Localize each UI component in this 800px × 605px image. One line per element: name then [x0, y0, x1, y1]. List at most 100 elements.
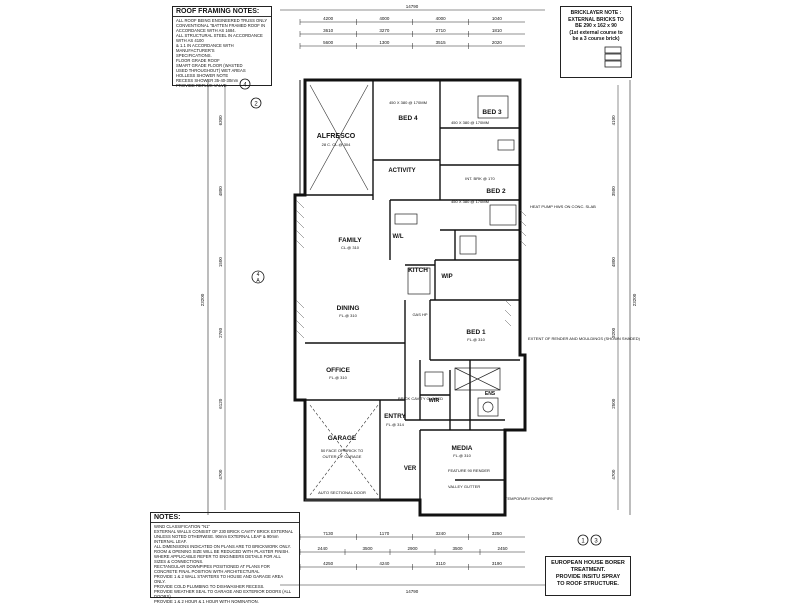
gas-hp-label: GAS HP: [412, 312, 427, 317]
room-entry: ENTRY: [384, 413, 406, 420]
termite-note-line: TO ROOF STRUCTURE.: [557, 581, 619, 587]
roof-note-line: SPECIFICATIONS.: [176, 53, 212, 58]
note-line: PROVIDE WEATHER SEAL TO GARAGE AND EXTER…: [154, 589, 292, 594]
roof-note-line: SMART GRADE FLOOR (WASTED: [176, 63, 243, 68]
note-line: EXTERNAL WALLS CONSIST OF 230 BRICK CAVI…: [154, 529, 294, 534]
roof-note-line: HOLLESS SHOWER NOTE: [176, 73, 229, 78]
media-ceiling: FL.@ 310: [453, 453, 471, 458]
dim-left: 1500: [218, 257, 223, 268]
roof-note-line: USED THROUGHOUT) WET AREAS: [176, 68, 246, 73]
termite-note-line: TREATMENT.: [570, 567, 606, 573]
dim-top-3: 3515: [436, 40, 447, 45]
overall-dimensions: [207, 9, 631, 586]
dining-ceiling: FL.@ 310: [339, 313, 357, 318]
dim-bottom-2: 2900: [407, 546, 418, 551]
dim-bottom-3: 4240: [379, 561, 390, 566]
dim-bottom-2: 2440: [317, 546, 328, 551]
bed4-note: 450 X 380 @ 170MM: [389, 100, 427, 105]
overall-height-right: 23200: [632, 293, 637, 306]
room-alfresco: ALFRESCO: [317, 133, 356, 140]
roof-notes-title: ROOF FRAMING NOTES:: [173, 7, 271, 17]
marker-left-mid-2: A: [256, 278, 260, 284]
room-activity: ACTIVITY: [388, 168, 415, 174]
section-markers: [239, 78, 602, 546]
feature-render-label: FEATURE 90 RENDER: [448, 468, 490, 473]
note-line: ROOM & OPENING SIZE WILL BE REDUCED WITH…: [154, 549, 290, 554]
bricklayer-note-line: EXTERNAL BRICKS TO: [568, 16, 624, 23]
room-bed3: BED 3: [482, 109, 502, 116]
bricklayer-note-line: (1st external course to: [569, 29, 623, 36]
dim-bottom-2: 3500: [452, 546, 463, 551]
room-ens: ENS: [485, 391, 496, 397]
notes-title: NOTES:: [151, 513, 299, 523]
dim-right: 3200: [611, 327, 616, 338]
room-dining: DINING: [337, 305, 360, 312]
dim-left: 6300: [218, 115, 223, 126]
heat-pump-label: HEAT PUMP HWS ON CONC. SLAB: [530, 204, 596, 209]
dim-top-3: 5600: [323, 40, 334, 45]
dim-right: 3500: [611, 186, 616, 197]
room-wir: WIR: [429, 398, 440, 404]
entry-ceiling: FL.@ 314: [386, 422, 404, 427]
bed1-ceiling: FL.@ 310: [467, 337, 485, 342]
office-ceiling: FL.@ 310: [329, 375, 347, 380]
dim-bottom-1: 1170: [380, 531, 390, 536]
roof-framing-notes: ROOF FRAMING NOTES: ALL ROOF BEING ENGIN…: [172, 6, 272, 89]
bricklayer-note-line: BE 290 x 162 x 90: [575, 23, 617, 29]
roof-note-line: RECESS SHOWER 35-40-30mm: [176, 78, 239, 83]
wet-area-fittings: [394, 95, 517, 417]
marker-bottom-right: 1: [581, 539, 585, 545]
marker-left-mid: 4: [257, 272, 260, 278]
room-bed1: BED 1: [466, 329, 486, 336]
dim-bottom-3: 4250: [323, 561, 334, 566]
general-notes: NOTES: WIND CLASSIFICATION "N1"EXTERNAL …: [150, 512, 300, 604]
room-bed4: BED 4: [398, 115, 418, 122]
brick-sketch-icon: [604, 46, 622, 68]
note-line: WIND CLASSIFICATION "N1": [154, 524, 210, 529]
room-bed2: BED 2: [486, 188, 506, 195]
marker-bottom-right-2: 3: [594, 539, 598, 545]
dim-bottom-1: 7130: [323, 531, 334, 536]
dim-bottom-3: 3190: [492, 561, 503, 566]
marker-top-left: 4: [243, 83, 247, 89]
roof-note-line: & 1.1 IN ACCORDANCE WITH MANUFACTURER'S: [176, 43, 234, 53]
note-line: RECTANGULAR DOWNPIPES POSITIONED AT PLAN…: [154, 564, 270, 569]
bricklayer-note-line: be a 3 course brick): [572, 36, 620, 42]
garage-note2: OUTER OF GARAGE: [323, 454, 362, 459]
dim-top-3: 2020: [492, 40, 503, 45]
overall-height-left: 23200: [200, 293, 205, 306]
valley-gutter-label: VALLEY GUTTER: [448, 484, 480, 489]
note-line: PROVIDE 1 & 2 WALL STARTERS TO HOUSE AND…: [154, 574, 284, 579]
overall-width-top: 14790: [406, 4, 419, 9]
alfresco-roof-lines: [309, 84, 369, 191]
roof-note-line: PROVIDE REFLUX VALVE: [176, 83, 227, 88]
note-line: CONCRETE FINAL POSITION WITH ARCHITECTUR…: [154, 569, 260, 574]
roof-note-line: ALL ROOF BEING ENGINEERED TRUSS ONLY: [176, 18, 268, 23]
dim-bottom-2: 2450: [497, 546, 508, 551]
dim-right: 4800: [611, 257, 616, 268]
dim-top-1: 4000: [379, 16, 390, 21]
room-kitchen: KITCH: [408, 267, 428, 274]
dim-left: 4700: [218, 469, 223, 480]
dim-top-1: 1040: [492, 16, 503, 21]
roof-note-line: FLOOR GRADE ROOF: [176, 58, 220, 63]
dim-bottom-1: 3250: [492, 531, 503, 536]
int-brick-note: INT. BRK @ 170: [465, 176, 495, 181]
note-line: ALL DIMENSIONS INDICATED ON PLANS ARE TO…: [154, 544, 291, 549]
ext-render-label: EXTENT OF RENDER AND MOULDINGS (SHOWN SH…: [528, 336, 641, 341]
marker-top-left-2: 2: [254, 102, 258, 108]
garage-lines: [305, 404, 380, 501]
dim-bottom-3: 3110: [436, 561, 446, 566]
garage-note1: 50 FACE OF BRICK TO: [321, 448, 364, 453]
dim-left: 2760: [218, 327, 223, 338]
room-media: MEDIA: [452, 445, 473, 452]
dim-left: 4800: [218, 186, 223, 197]
